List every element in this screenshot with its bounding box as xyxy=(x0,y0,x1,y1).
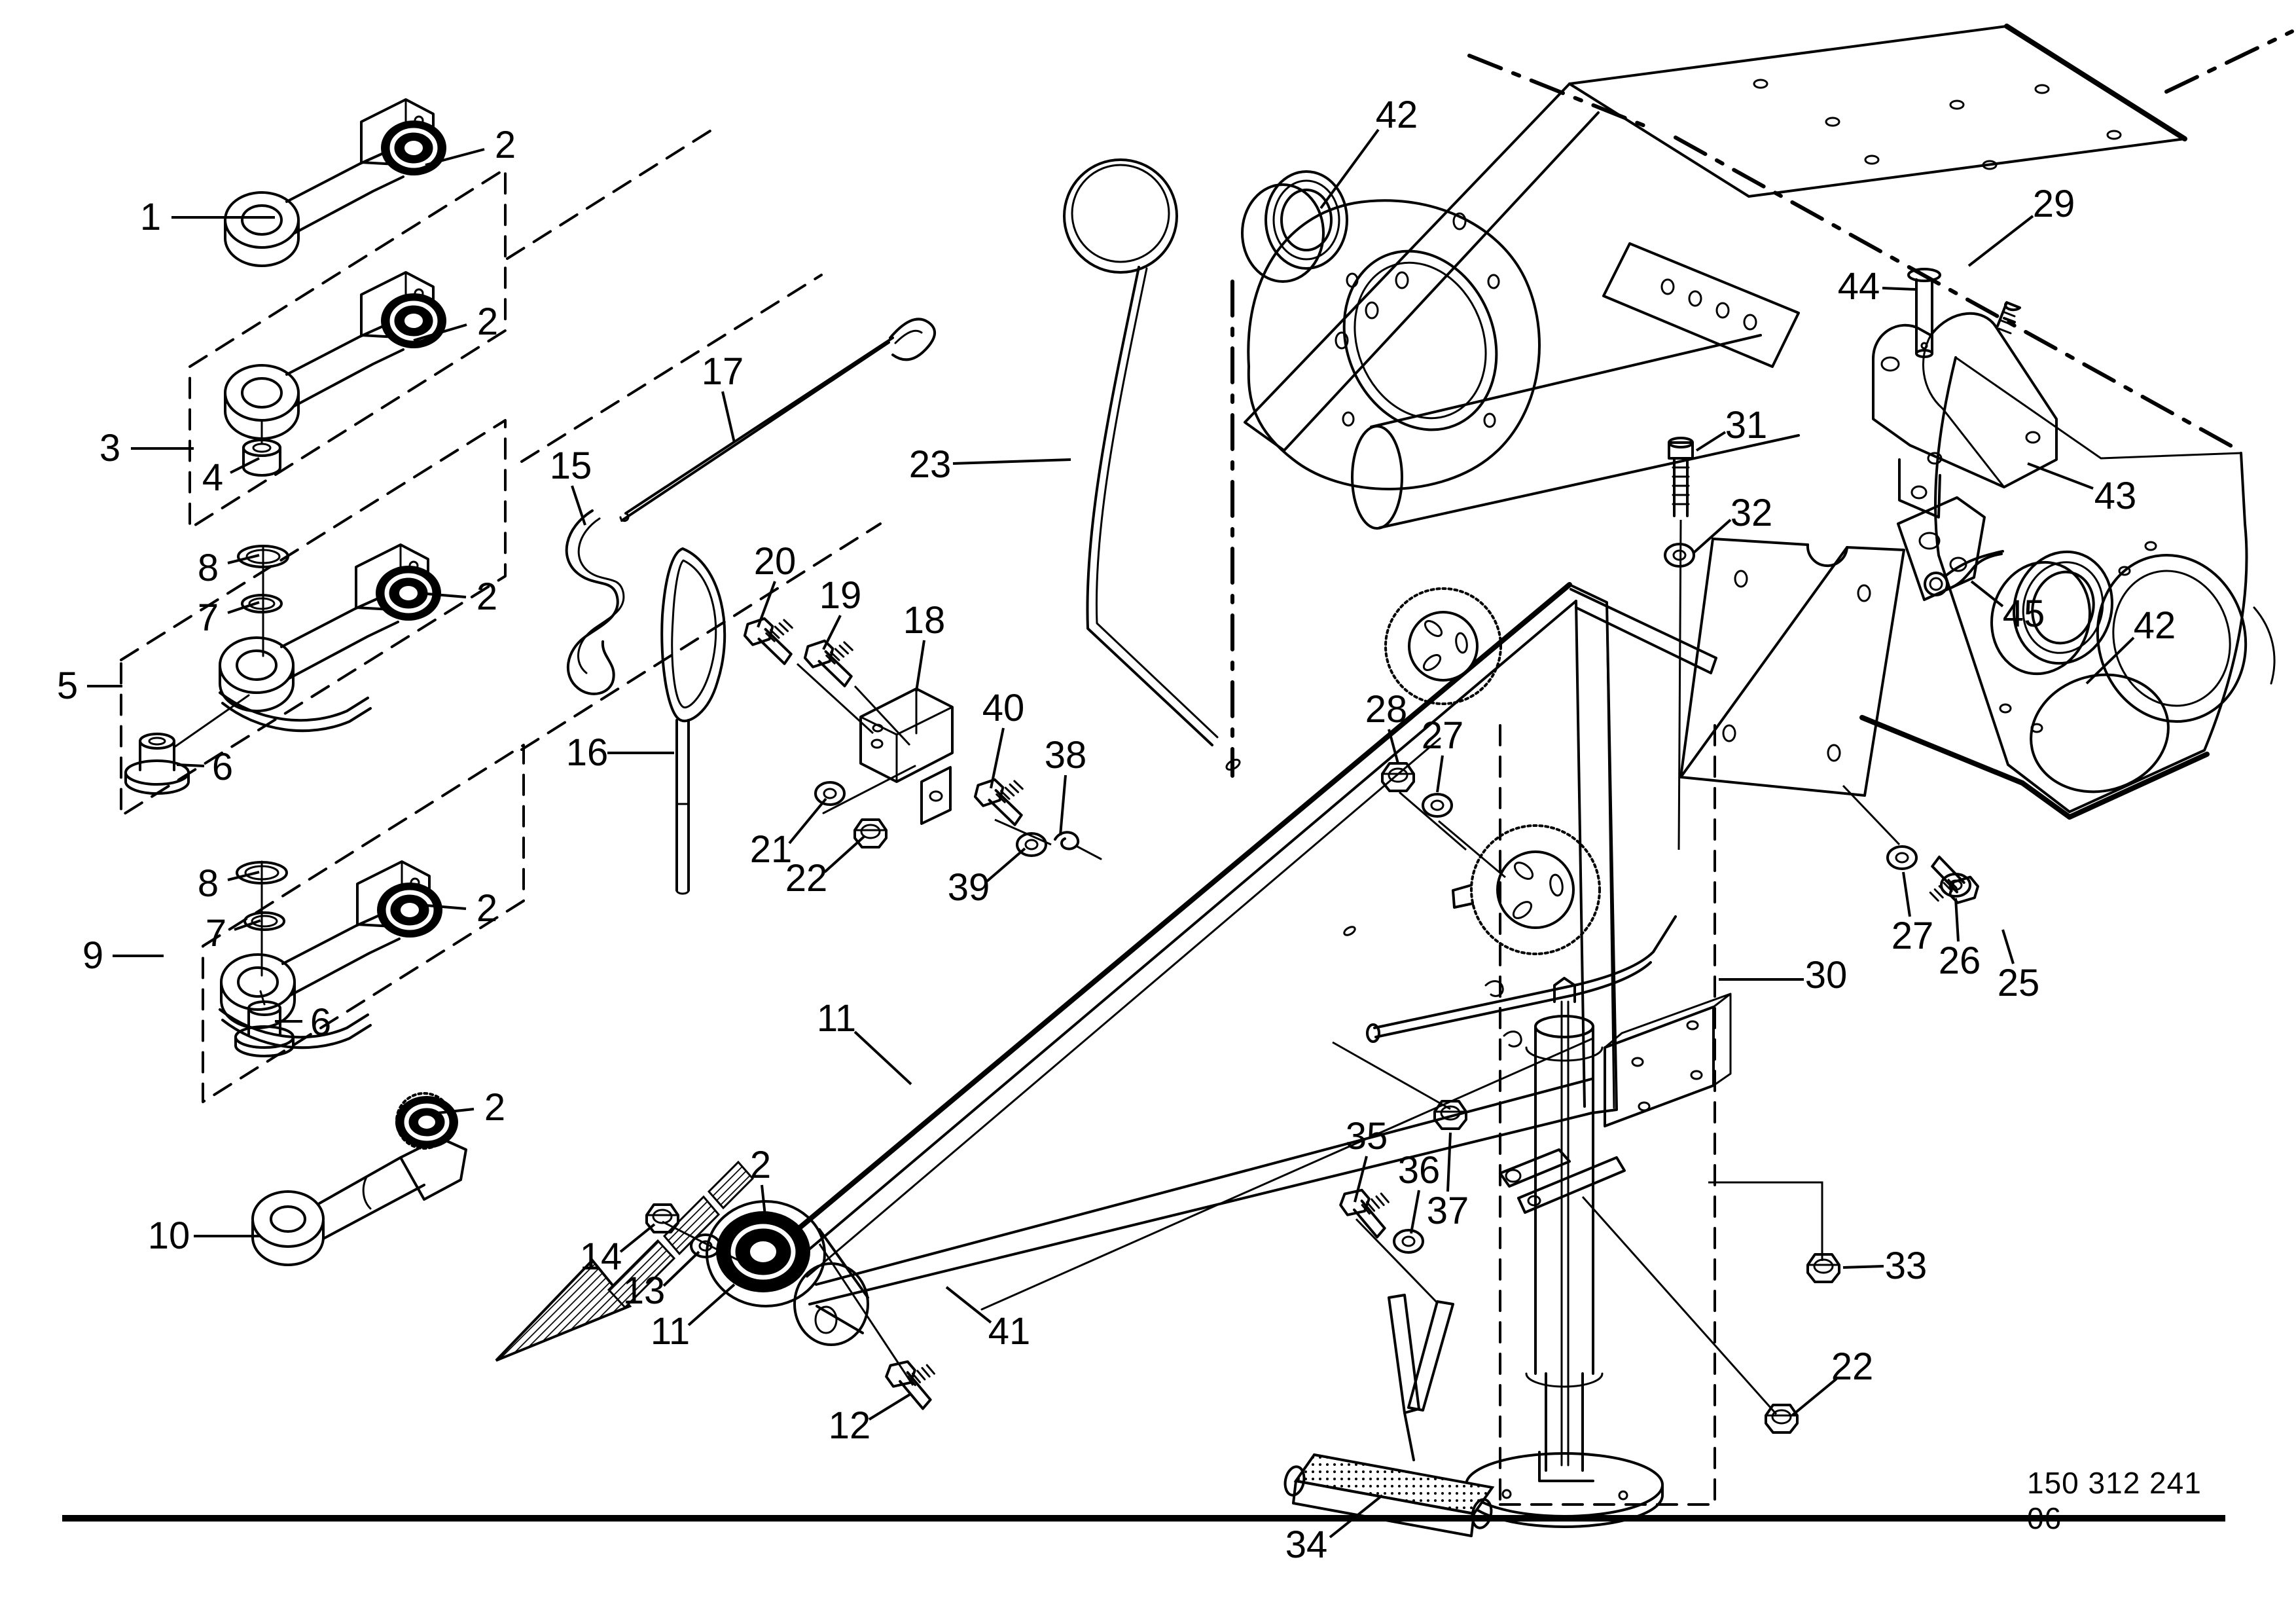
callout: 36 xyxy=(1397,1149,1441,1192)
nut-37 xyxy=(1433,1100,1467,1130)
callout: 27 xyxy=(1421,714,1464,757)
callout: 2 xyxy=(476,301,499,343)
clevis-pin-44 xyxy=(1907,268,1941,358)
footer-rule xyxy=(62,1515,2225,1522)
callout: 20 xyxy=(753,540,797,583)
callout: 6 xyxy=(310,1001,332,1044)
washer-27b xyxy=(1886,845,1918,870)
callout: 32 xyxy=(1730,492,1773,534)
washer-27a xyxy=(1422,793,1453,818)
callout: 28 xyxy=(1365,688,1408,731)
callout: 26 xyxy=(1938,939,1981,982)
headstock-frame xyxy=(1230,24,2294,820)
callout: 2 xyxy=(484,1086,506,1129)
clip-38 xyxy=(1054,831,1102,860)
callout: 5 xyxy=(56,665,79,707)
callout: 11 xyxy=(816,997,857,1040)
callout: 16 xyxy=(565,731,609,774)
callout: 17 xyxy=(701,350,744,393)
callout: 21 xyxy=(749,828,793,871)
callout: 35 xyxy=(1345,1115,1388,1158)
callout: 2 xyxy=(749,1144,772,1186)
callout: 22 xyxy=(785,857,828,900)
callout: 2 xyxy=(476,887,498,930)
callout: 11 xyxy=(650,1310,691,1353)
callout: 23 xyxy=(908,443,952,486)
callout: 33 xyxy=(1884,1245,1928,1287)
callout: 10 xyxy=(147,1214,190,1257)
callout: 42 xyxy=(2133,604,2176,647)
callout: 2 xyxy=(494,124,516,166)
callout: 2 xyxy=(476,575,498,618)
drawbar-boom xyxy=(706,582,1717,1346)
callout: 42 xyxy=(1375,94,1418,136)
washer-21 xyxy=(814,781,846,806)
direction-arrow xyxy=(495,1160,755,1362)
callout: 25 xyxy=(1997,962,2040,1004)
callout: 40 xyxy=(982,687,1025,729)
ring-seal-42b xyxy=(1990,550,2113,676)
washer-36 xyxy=(1393,1229,1424,1254)
flanged-bushing-6b xyxy=(234,990,295,1057)
bushing-4 xyxy=(242,419,281,477)
callout: 41 xyxy=(988,1310,1031,1353)
callout: 29 xyxy=(2032,183,2075,225)
callout: 4 xyxy=(202,456,224,499)
callout: 27 xyxy=(1891,915,1934,957)
r-clip-45 xyxy=(1924,550,2004,596)
bolt-12 xyxy=(879,1355,940,1412)
bolt-35 xyxy=(1333,1183,1394,1240)
callout: 44 xyxy=(1837,265,1880,308)
bent-rod-23 xyxy=(1063,158,1219,746)
callout: 3 xyxy=(99,427,121,469)
callout: 13 xyxy=(622,1269,666,1312)
callout: 18 xyxy=(903,599,946,642)
linch-pin-17 xyxy=(619,318,936,522)
bolt-on-drawbar-eye-10 xyxy=(251,1092,467,1266)
callout: 14 xyxy=(579,1235,622,1278)
callout: 9 xyxy=(82,934,104,977)
nut-22a xyxy=(853,818,888,848)
nut-33 xyxy=(1806,1253,1840,1283)
kit-boundary-boxes xyxy=(120,130,882,1103)
pull-rod-16 xyxy=(660,547,726,895)
callout: 15 xyxy=(549,445,592,487)
bolt-19 xyxy=(800,636,857,688)
bolt-31 xyxy=(1668,437,1694,517)
ring-seal-42a xyxy=(1241,170,1348,283)
jack-stand-30 xyxy=(1366,724,1732,1528)
callout: 38 xyxy=(1044,734,1087,776)
assembly-lines xyxy=(662,519,1901,1415)
callout: 1 xyxy=(139,196,162,238)
callout: 12 xyxy=(828,1404,871,1447)
callout: 8 xyxy=(197,862,219,905)
drawbar-eye-arm-group-1 xyxy=(225,100,446,477)
callout: 7 xyxy=(205,912,227,955)
nut-28 xyxy=(1381,762,1415,792)
bolt-20 xyxy=(740,613,797,666)
drawbar-eye-arm-group-5 xyxy=(124,545,441,795)
callout: 8 xyxy=(197,547,219,589)
callout: 39 xyxy=(947,866,990,909)
callout: 45 xyxy=(2002,593,2045,635)
mount-bracket-18 xyxy=(822,687,954,825)
callout: 43 xyxy=(2094,475,2137,517)
callout: 31 xyxy=(1725,404,1768,447)
callout: 6 xyxy=(211,746,234,788)
leader-lines xyxy=(87,128,2135,1539)
spring-clip-15 xyxy=(565,509,625,695)
callout: 19 xyxy=(819,574,862,617)
step-34 xyxy=(1283,1294,1495,1537)
washer-32 xyxy=(1664,543,1695,568)
callout: 37 xyxy=(1426,1190,1469,1232)
drawing-number: 150 312 241 06 xyxy=(2027,1466,2202,1535)
callout: 7 xyxy=(197,596,219,639)
callout: 34 xyxy=(1285,1523,1328,1566)
callout: 22 xyxy=(1831,1345,1874,1388)
mount-bracket-43 xyxy=(1872,301,2058,519)
bolt-40 xyxy=(971,775,1028,827)
callout: 30 xyxy=(1804,954,1848,996)
